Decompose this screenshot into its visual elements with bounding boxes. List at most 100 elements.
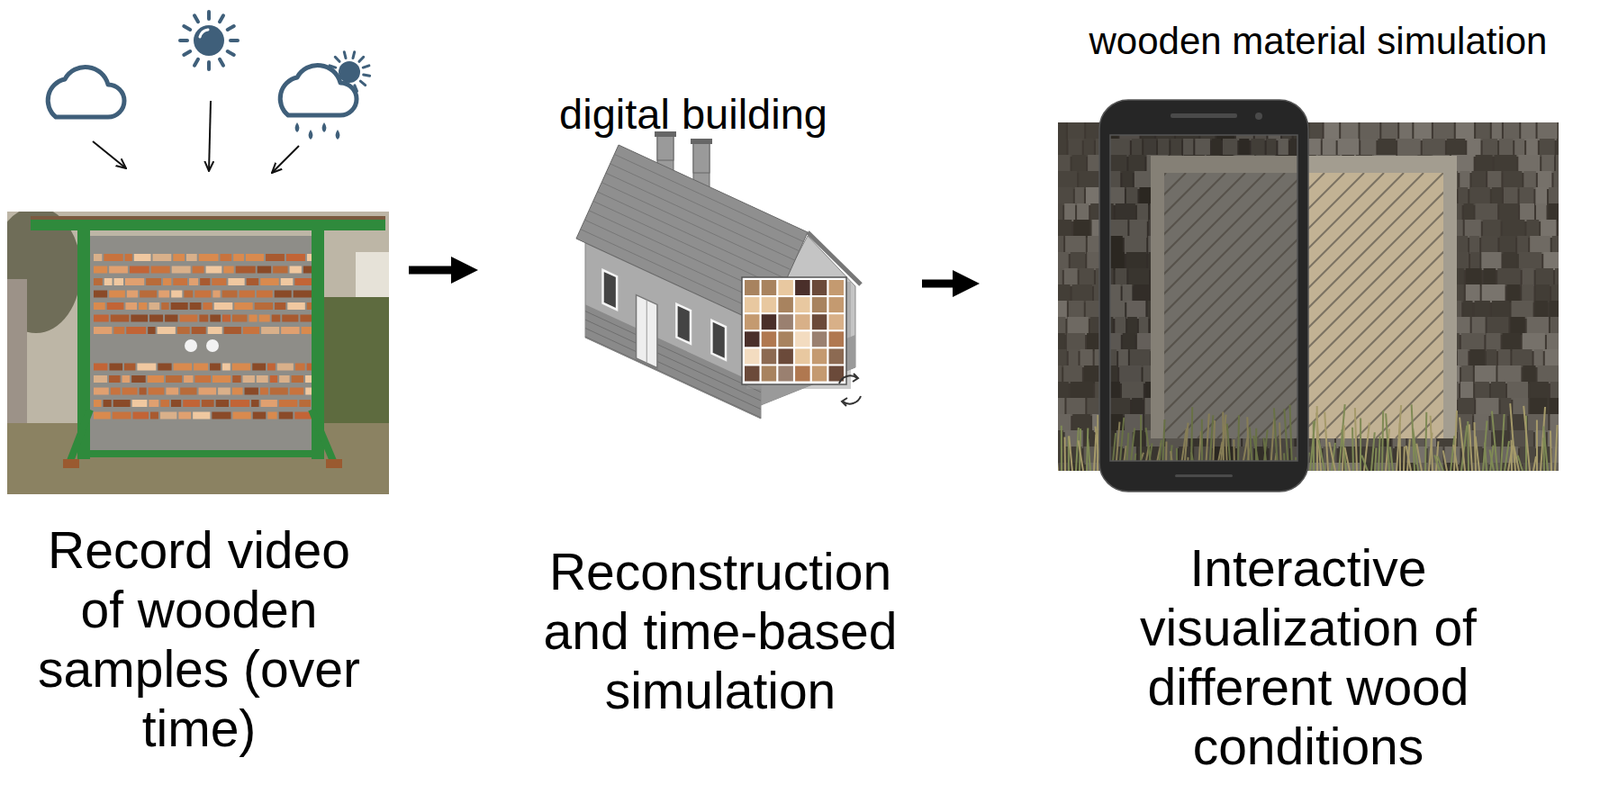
rain-sun-icon	[360, 81, 365, 85]
shingle-wall	[1499, 138, 1513, 157]
wood-swatch-grid	[761, 314, 778, 330]
house-model	[588, 210, 778, 299]
shingle-wall	[1487, 171, 1501, 190]
rain-drops	[308, 129, 314, 140]
wood-sample-tiles	[232, 315, 247, 323]
wood-sample-tiles	[149, 315, 163, 323]
house-model	[585, 311, 761, 393]
shingle-wall	[1310, 122, 1323, 141]
wood-sample-tiles	[217, 388, 231, 396]
wood-sample-tiles	[113, 399, 131, 407]
wood-swatch-grid	[741, 277, 851, 389]
wood-sample-tiles	[212, 375, 231, 383]
shingle-wall	[1503, 187, 1519, 206]
wood-sample-tiles	[183, 375, 193, 383]
door-planks	[1395, 172, 1444, 439]
shingle-wall	[1529, 381, 1549, 400]
wood-sample-tiles	[287, 302, 305, 310]
sample-rack-photo	[184, 339, 198, 353]
shingle-wall	[1494, 154, 1518, 173]
wood-sample-tiles	[110, 388, 121, 396]
grass	[1078, 440, 1084, 471]
wood-sample-tiles	[295, 363, 306, 371]
wood-sample-tiles	[256, 290, 273, 299]
grass	[1473, 422, 1476, 471]
shingle-wall	[1422, 138, 1446, 157]
wood-sample-tiles	[178, 412, 191, 420]
wood-sample-tiles	[294, 412, 312, 420]
wood-sample-tiles	[93, 253, 102, 262]
cycle-icon	[841, 397, 848, 407]
rain-drops	[295, 122, 341, 140]
wood-swatch-grid	[761, 348, 778, 364]
wood-sample-tiles	[148, 388, 165, 396]
wood-sample-tiles	[281, 315, 299, 323]
process-stage: wooden material simulationInteractive vi…	[983, 0, 1596, 785]
shingle-wall	[1469, 349, 1484, 368]
shingle-wall	[1522, 333, 1546, 352]
shingle-wall	[1446, 138, 1465, 157]
wood-sample-tiles	[239, 290, 255, 299]
grass	[1554, 424, 1558, 471]
shingle-wall	[1057, 365, 1062, 384]
wood-sample-tiles	[151, 266, 171, 274]
wood-sample-tiles	[243, 326, 260, 335]
grass	[1319, 440, 1325, 471]
shingle-wall	[1541, 154, 1555, 173]
house-model	[693, 142, 710, 173]
wood-sample-tiles	[147, 375, 164, 383]
grass	[1518, 455, 1523, 471]
shingle-wall	[1550, 381, 1559, 400]
shingle-wall	[1511, 300, 1534, 319]
wood-sample-tiles	[219, 253, 232, 262]
sample-rack-photo	[90, 235, 312, 452]
grass	[1475, 436, 1480, 471]
grass	[1550, 431, 1552, 471]
wood-sample-tiles	[223, 266, 234, 274]
house-model	[711, 320, 726, 361]
house-model	[610, 163, 800, 252]
shingle-wall	[1481, 252, 1501, 271]
wood-sample-tiles	[259, 315, 271, 323]
grass	[1385, 413, 1390, 471]
wood-swatch-grid	[777, 280, 794, 296]
shingle-wall	[1491, 300, 1510, 319]
wood-sample-tiles	[124, 363, 136, 371]
shingle-wall	[1076, 203, 1089, 222]
sample-rack-photo	[7, 279, 28, 424]
wood-sample-tiles	[180, 388, 197, 396]
rain-cloud-icon	[280, 64, 357, 116]
wood-sample-tiles	[201, 399, 215, 407]
rain-drops	[335, 129, 341, 140]
shingle-wall	[1072, 154, 1087, 173]
house-model	[580, 229, 770, 317]
sample-rack-photo	[325, 459, 343, 469]
grass	[1430, 415, 1433, 471]
shingle-wall	[1536, 284, 1551, 303]
shingle-wall	[1057, 122, 1067, 141]
process-stage: Record video of wooden samples (over tim…	[0, 0, 406, 785]
wood-sample-tiles	[104, 278, 113, 286]
wood-swatch-grid	[761, 366, 778, 382]
grass	[1453, 444, 1458, 471]
wood-sample-tiles	[254, 302, 273, 310]
phone-frame	[1170, 113, 1238, 118]
wood-swatch-grid	[777, 314, 794, 330]
shingle-wall	[1457, 397, 1474, 416]
shingle-wall	[1512, 397, 1528, 416]
wood-sample-tiles	[211, 278, 226, 286]
wood-sample-tiles	[216, 399, 229, 407]
wood-sample-tiles	[122, 375, 131, 383]
wood-sample-tiles	[108, 290, 126, 299]
shingle-wall	[1465, 284, 1481, 303]
cycle-icon	[852, 373, 859, 382]
sun-icon	[207, 62, 211, 70]
wood-sample-tiles	[286, 253, 306, 262]
shingle-wall	[1078, 171, 1102, 190]
wood-sample-tiles	[206, 266, 223, 274]
wood-sample-tiles	[256, 375, 269, 383]
house-model	[585, 336, 761, 418]
wood-sample-tiles	[233, 253, 245, 262]
shingle-wall	[1084, 138, 1094, 157]
wood-swatch-grid	[761, 297, 778, 313]
